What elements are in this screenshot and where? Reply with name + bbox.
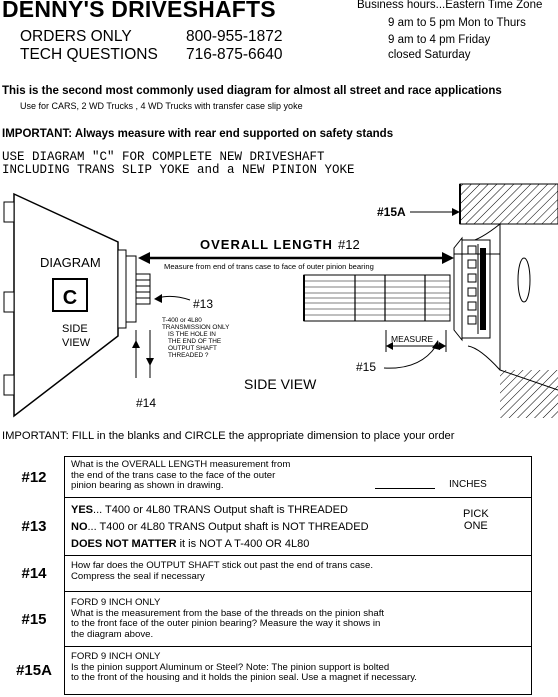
output-shaft bbox=[135, 273, 151, 305]
differential-housing bbox=[459, 183, 558, 418]
hours-weekday: 9 am to 5 pm Mon to Thurs bbox=[388, 17, 526, 29]
form-row-13: #13 YES... T400 or 4L80 TRANS Output sha… bbox=[4, 497, 532, 556]
overall-length-label: OVERALL LENGTH bbox=[200, 237, 333, 252]
form-row-15: #15 FORD 9 INCH ONLY What is the measure… bbox=[4, 591, 532, 647]
q15-line-2: What is the measurement from the base of… bbox=[71, 607, 385, 619]
q15a-line-3: to the front of the housing and it holds… bbox=[71, 672, 417, 683]
form-cell-13: YES... T400 or 4L80 TRANS Output shaft i… bbox=[64, 497, 532, 556]
overall-length-number: #12 bbox=[338, 237, 360, 252]
hours-saturday: closed Saturday bbox=[388, 49, 471, 61]
side-label: SIDE bbox=[62, 323, 88, 335]
callout-15: #15 bbox=[356, 340, 440, 374]
hours-title: Business hours...Eastern Time Zone bbox=[357, 0, 543, 11]
q12-line-2: the end of the trans case to the face of… bbox=[71, 469, 276, 481]
t400-line-3: IS THE HOLE IN bbox=[168, 331, 216, 338]
form-cell-12: What is the OVERALL LENGTH measurement f… bbox=[64, 456, 532, 498]
orders-line: ORDERS ONLY 800-955-1872 bbox=[20, 28, 283, 46]
form-row-12: #12 What is the OVERALL LENGTH measureme… bbox=[4, 456, 532, 498]
q14-line-1: How far does the OUTPUT SHAFT stick out … bbox=[71, 560, 373, 571]
diagram-label: DIAGRAM C SIDE VIEW bbox=[40, 255, 101, 349]
t400-line-5: OUTPUT SHAFT bbox=[168, 345, 217, 352]
use-diagram-line-2: INCLUDING TRANS SLIP YOKE and a NEW PINI… bbox=[2, 163, 355, 177]
option-no[interactable]: NO... T400 or 4L80 TRANS Output shaft is… bbox=[71, 521, 369, 533]
brand-title: DENNY'S DRIVESHAFTS bbox=[2, 0, 276, 22]
overall-length-input[interactable] bbox=[375, 479, 435, 489]
form-cell-14[interactable]: How far does the OUTPUT SHAFT stick out … bbox=[64, 555, 532, 592]
intro-use-for: Use for CARS, 2 WD Trucks , 4 WD Trucks … bbox=[20, 101, 303, 111]
tech-phone: 716-875-6640 bbox=[186, 46, 283, 63]
measure-note: Measure from end of trans case to face o… bbox=[164, 262, 374, 271]
use-diagram-line-1: USE DIAGRAM "C" FOR COMPLETE NEW DRIVESH… bbox=[2, 150, 325, 164]
q12-line-1: What is the OVERALL LENGTH measurement f… bbox=[71, 459, 291, 470]
form-label-12: #12 bbox=[21, 468, 47, 486]
callout-14: #14 bbox=[132, 330, 156, 410]
q15-line-3: to the front face of the outer pinion be… bbox=[71, 618, 381, 629]
callout-13: #13 T-400 or 4L80 TRANSMISSION ONLY IS T… bbox=[154, 294, 230, 359]
form-row-14: #14 How far does the OUTPUT SHAFT stick … bbox=[4, 555, 532, 592]
overall-length-arrow: OVERALL LENGTH #12 Measure from end of t… bbox=[138, 237, 454, 271]
form-cell-15a[interactable]: FORD 9 INCH ONLY Is the pinion support A… bbox=[64, 646, 532, 695]
option-does-not-matter[interactable]: DOES NOT MATTER it is NOT A T-400 OR 4L8… bbox=[71, 538, 310, 550]
t400-line-4: THE END OF THE bbox=[168, 338, 221, 345]
q15a-line-1: FORD 9 INCH ONLY bbox=[71, 651, 161, 662]
fill-instruction: IMPORTANT: FILL in the blanks and CIRCLE… bbox=[2, 430, 455, 442]
pinion-bearing bbox=[453, 236, 500, 342]
label-15a: #15A bbox=[377, 205, 406, 219]
hours-friday: 9 am to 4 pm Friday bbox=[388, 34, 491, 46]
pinion-shaft bbox=[303, 274, 451, 322]
label-14: #14 bbox=[136, 396, 156, 410]
side-view-label: SIDE VIEW bbox=[244, 376, 317, 392]
form-label-15a: #15A bbox=[16, 662, 52, 679]
order-form: #12 What is the OVERALL LENGTH measureme… bbox=[4, 456, 532, 695]
driveshaft-diagram: DIAGRAM C SIDE VIEW OVERALL LENGTH #12 M… bbox=[3, 183, 558, 418]
form-label-13: #13 bbox=[21, 518, 47, 535]
form-row-15a: #15A FORD 9 INCH ONLY Is the pinion supp… bbox=[4, 646, 532, 695]
tech-line: TECH QUESTIONS 716-875-6640 bbox=[20, 46, 283, 64]
label-13: #13 bbox=[193, 297, 213, 311]
q14-line-2: Compress the seal if necessary bbox=[71, 570, 205, 582]
orders-label: ORDERS ONLY bbox=[20, 28, 132, 45]
form-label-14: #14 bbox=[21, 565, 47, 582]
q12-line-3: pinion bearing as shown in drawing. bbox=[71, 480, 224, 491]
t400-line-1: T-400 or 4L80 bbox=[162, 317, 202, 324]
label-15: #15 bbox=[356, 360, 376, 374]
q15-line-4: the diagram above. bbox=[71, 628, 154, 640]
tech-label: TECH QUESTIONS bbox=[20, 46, 158, 63]
q15a-line-2: Is the pinion support Aluminum or Steel?… bbox=[71, 661, 390, 673]
callout-15a: #15A bbox=[377, 205, 460, 219]
diagram-letter: C bbox=[63, 287, 77, 309]
diagram-title: DIAGRAM bbox=[40, 255, 101, 270]
orders-phone: 800-955-1872 bbox=[186, 28, 283, 45]
t400-line-2: TRANSMISSION ONLY bbox=[162, 324, 230, 331]
measure-bracket: MEASURE bbox=[385, 330, 447, 352]
view-label: VIEW bbox=[62, 337, 91, 349]
form-label-15: #15 bbox=[21, 610, 47, 628]
option-yes[interactable]: YES... T400 or 4L80 TRANS Output shaft i… bbox=[71, 504, 348, 516]
inches-unit: INCHES bbox=[449, 479, 487, 490]
safety-note: IMPORTANT: Always measure with rear end … bbox=[2, 128, 394, 140]
intro-line: This is the second most commonly used di… bbox=[2, 85, 502, 97]
measure-label: MEASURE bbox=[391, 334, 433, 344]
form-cell-15[interactable]: FORD 9 INCH ONLY What is the measurement… bbox=[64, 591, 532, 647]
t400-line-6: THREADED ? bbox=[168, 352, 209, 359]
q15-line-1: FORD 9 INCH ONLY bbox=[71, 597, 161, 608]
